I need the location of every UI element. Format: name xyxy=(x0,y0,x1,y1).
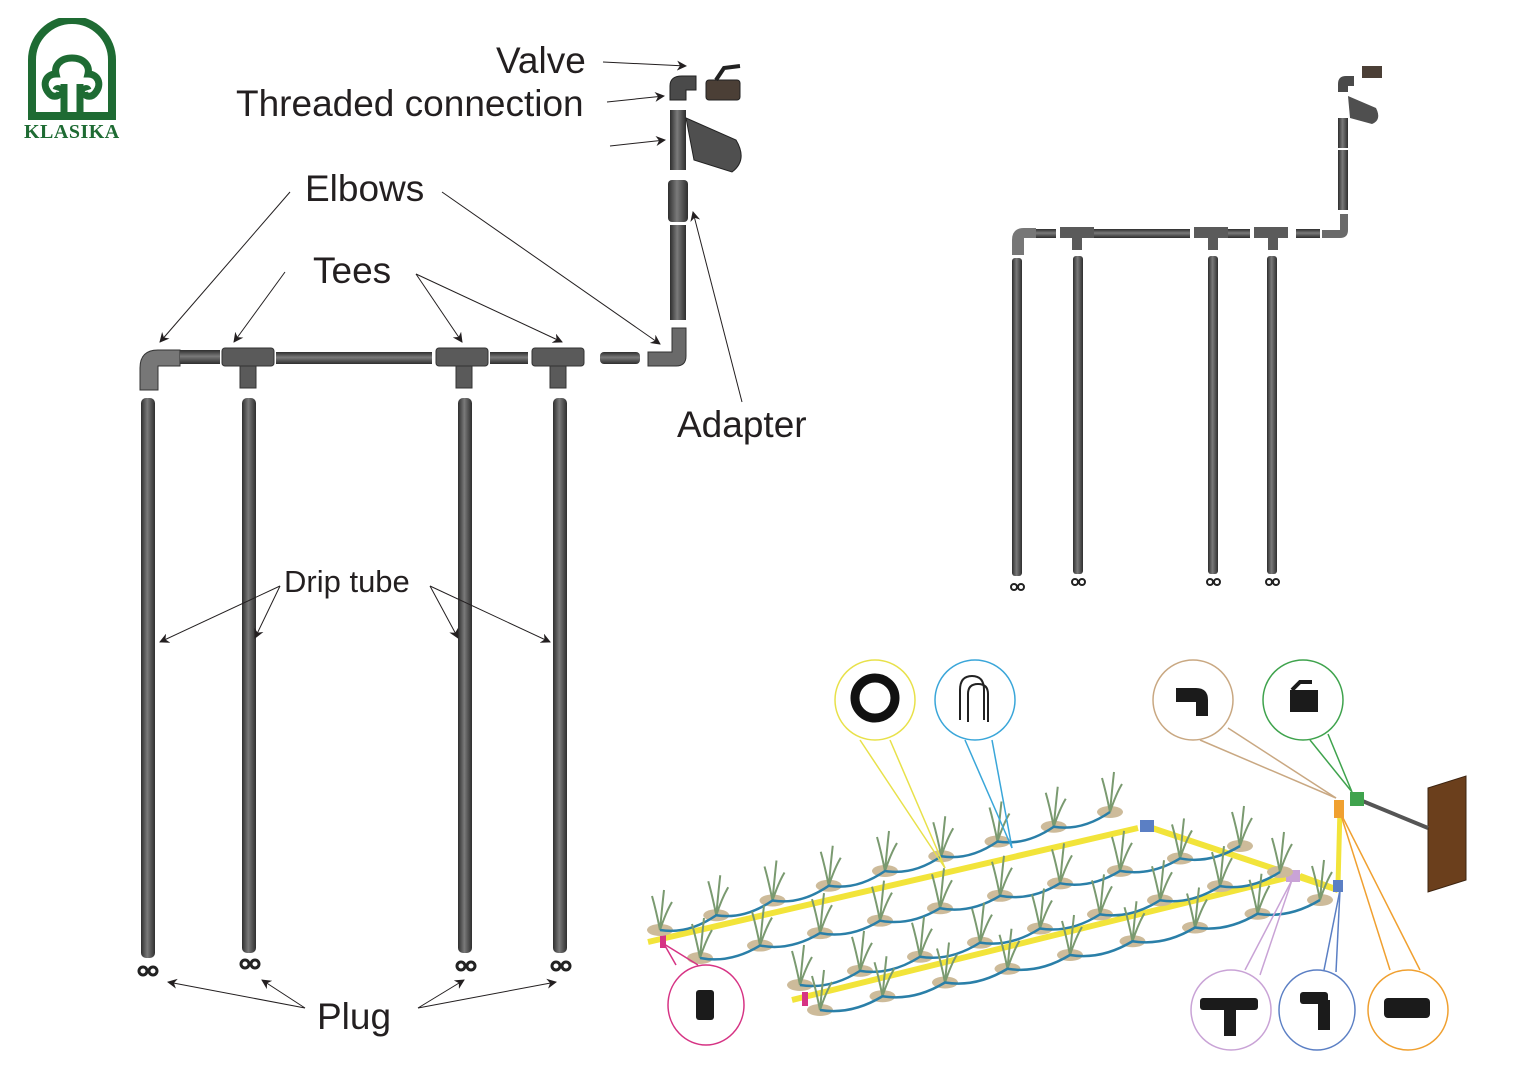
label-elbows: Elbows xyxy=(305,168,425,209)
plant xyxy=(1211,846,1233,887)
drip-tube xyxy=(242,398,256,953)
label-plug: Plug xyxy=(317,996,392,1037)
valve-icon xyxy=(1290,680,1318,712)
valve-part xyxy=(705,64,741,101)
drip-line xyxy=(659,810,1111,933)
brand-name: KLASIKA xyxy=(24,121,120,143)
callout-icons xyxy=(696,673,1430,1036)
label-drip-tube: Drip tube xyxy=(284,564,410,599)
header-pipe xyxy=(600,352,640,364)
plant xyxy=(1123,901,1146,942)
wall xyxy=(1427,775,1467,893)
plant xyxy=(998,928,1021,970)
plant xyxy=(1248,873,1271,915)
plant xyxy=(1311,859,1333,901)
plant xyxy=(1111,830,1133,872)
plug xyxy=(137,958,572,977)
plug xyxy=(1010,578,1280,591)
brand-logo: KLASIKA xyxy=(22,18,122,143)
plant xyxy=(1231,805,1253,847)
callout-end-plug xyxy=(667,964,745,1046)
plant xyxy=(811,893,833,934)
plant xyxy=(1061,914,1083,956)
drip-tube xyxy=(141,398,155,958)
plug-icon xyxy=(696,990,714,1020)
stakes-icon xyxy=(959,674,989,722)
plant xyxy=(936,942,958,983)
elbow-icon xyxy=(1176,688,1208,716)
drip-line xyxy=(819,898,1321,1013)
adapter-icon xyxy=(1384,998,1430,1018)
header-pipe xyxy=(490,352,528,364)
plant xyxy=(1186,887,1208,928)
drip-tube xyxy=(1267,256,1277,574)
plant xyxy=(1271,831,1293,873)
elbow-right xyxy=(647,327,687,367)
plant xyxy=(931,868,953,909)
plant xyxy=(763,860,786,901)
tee-3 xyxy=(531,347,585,367)
filter-part xyxy=(670,110,742,173)
label-valve: Valve xyxy=(496,40,586,81)
drip-tube xyxy=(1208,256,1218,574)
coil-icon xyxy=(850,673,900,723)
plant xyxy=(932,816,955,857)
drip-tube xyxy=(458,398,472,953)
plant xyxy=(819,845,842,887)
label-tees: Tees xyxy=(313,250,392,291)
plant xyxy=(1171,818,1193,859)
callout-adapter-connector xyxy=(1367,969,1449,1051)
plant xyxy=(911,916,933,958)
label-threaded-connection: Threaded connection xyxy=(236,83,584,124)
callout-ball-valve xyxy=(1262,659,1344,741)
tee-2 xyxy=(435,347,489,367)
plant xyxy=(871,880,893,921)
plant xyxy=(1151,860,1173,901)
threaded-elbow-part xyxy=(669,75,697,101)
plant xyxy=(876,830,898,872)
plant xyxy=(991,855,1013,897)
callout-ground-stakes xyxy=(934,659,1016,741)
tee-1 xyxy=(221,347,275,367)
supply-pipe xyxy=(670,225,686,320)
drip-line xyxy=(699,844,1241,961)
plant xyxy=(811,969,833,1011)
plant xyxy=(791,944,813,986)
drip-tube xyxy=(1073,256,1083,574)
plant xyxy=(873,956,896,997)
plant xyxy=(651,889,673,931)
plant xyxy=(1101,771,1123,813)
adapter-part xyxy=(668,180,688,222)
assembled-view xyxy=(1010,66,1382,591)
plant xyxy=(1051,843,1073,884)
tree-arch-logo-icon xyxy=(28,18,116,120)
plant xyxy=(751,905,773,946)
drip-tube xyxy=(1012,258,1022,576)
callout-tee-connector xyxy=(1190,969,1272,1051)
callout-drip-tube-coil xyxy=(834,659,916,741)
elbow-connector-icon xyxy=(1300,992,1330,1030)
callout-threaded-elbow xyxy=(1152,659,1234,741)
plant xyxy=(707,875,730,916)
callouts xyxy=(663,659,1449,1051)
plant xyxy=(971,902,993,943)
drip-tube xyxy=(553,398,567,953)
elbow-left xyxy=(139,349,181,391)
plant xyxy=(1031,888,1053,929)
label-adapter: Adapter xyxy=(677,404,807,445)
plant xyxy=(691,917,713,959)
field-illustration xyxy=(647,659,1467,1051)
tee-icon xyxy=(1200,998,1258,1036)
plant xyxy=(851,930,873,972)
header-pipe xyxy=(276,352,432,364)
plant xyxy=(1044,786,1067,828)
leader-arrows xyxy=(159,60,743,1009)
callout-elbow-connector xyxy=(1278,969,1356,1051)
header-pipe xyxy=(180,350,220,364)
plant xyxy=(1091,874,1113,915)
exploded-view xyxy=(137,60,743,1009)
